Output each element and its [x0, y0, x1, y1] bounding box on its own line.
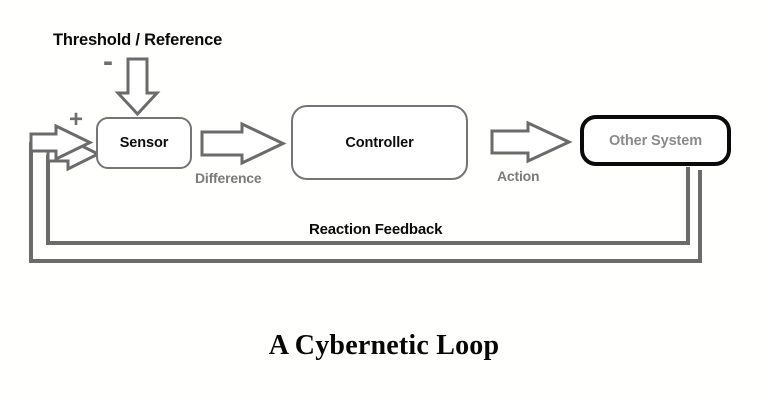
node-other-system[interactable]: Other System [580, 115, 731, 166]
node-sensor[interactable]: Sensor [96, 117, 192, 169]
threshold-down-arrow-icon [114, 57, 161, 117]
negative-sign: - [103, 45, 113, 78]
node-sensor-label: Sensor [119, 135, 169, 151]
node-controller[interactable]: Controller [291, 105, 468, 180]
node-other-system-label: Other System [608, 132, 703, 149]
feedback-outer-arrowhead-icon [29, 123, 94, 162]
node-controller-label: Controller [345, 134, 414, 151]
edge-label-reaction-feedback: Reaction Feedback [309, 221, 443, 238]
positive-sign: + [69, 106, 84, 133]
action-right-arrow-icon [490, 120, 573, 164]
edge-label-action: Action [497, 168, 540, 184]
difference-right-arrow-icon [200, 121, 287, 166]
threshold-reference-label: Threshold / Reference [53, 31, 223, 49]
feedback-outer-path [29, 142, 702, 263]
feedback-inner-path [46, 155, 690, 245]
edge-label-difference: Difference [195, 170, 262, 186]
figure-title: A Cybernetic Loop [268, 330, 500, 361]
